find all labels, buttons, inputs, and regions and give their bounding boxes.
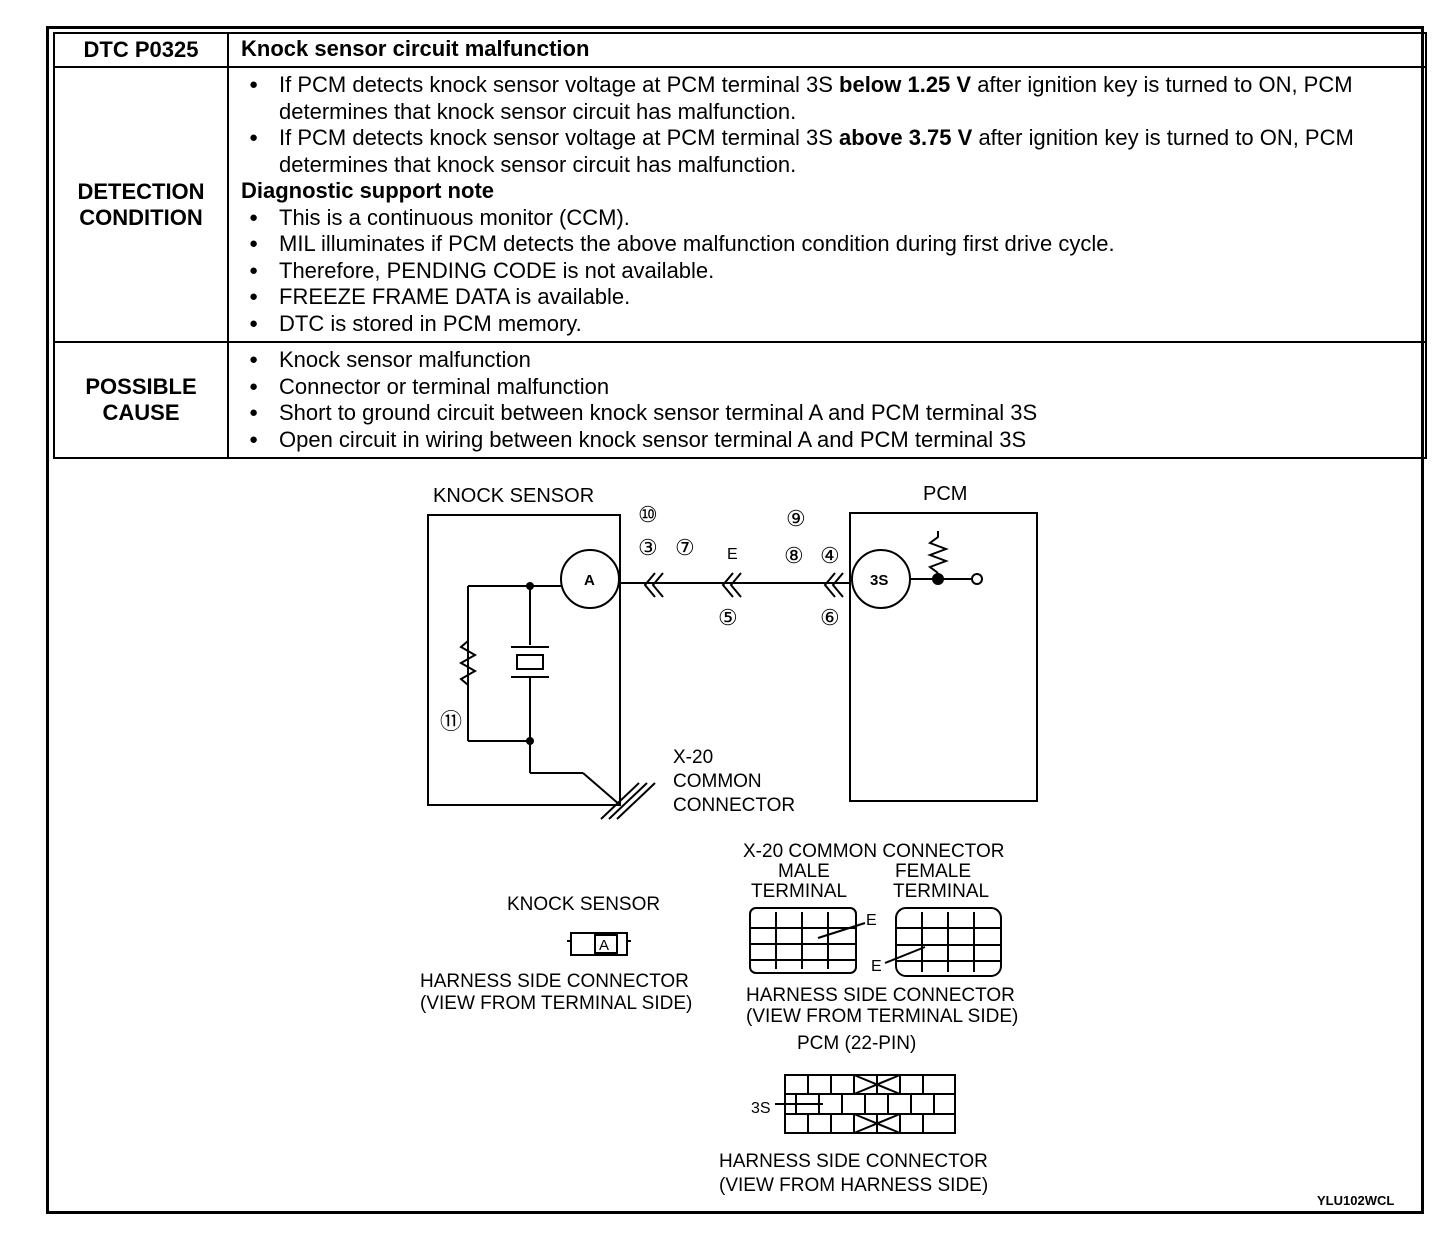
pcm-box bbox=[849, 512, 1038, 802]
ground-label-2: COMMON bbox=[673, 771, 762, 792]
cause-body: Knock sensor malfunctionConnector or ter… bbox=[227, 341, 1427, 459]
pcm-3s-label: 3S bbox=[751, 1100, 771, 1117]
x20-female-connector bbox=[884, 907, 1002, 977]
support-note-item: MIL illuminates if PCM detects the above… bbox=[241, 231, 1413, 258]
detection-item: If PCM detects knock sensor voltage at P… bbox=[241, 125, 1413, 178]
pcm-connector-caption-2: (VIEW FROM HARNESS SIDE) bbox=[719, 1175, 988, 1196]
header-row: DTC P0325 Knock sensor circuit malfuncti… bbox=[53, 32, 1427, 68]
detection-body: If PCM detects knock sensor voltage at P… bbox=[227, 66, 1427, 343]
detection-item-text: after ignition key is turned to ON, PCM … bbox=[279, 72, 1353, 124]
terminal-e-label: E bbox=[727, 546, 738, 563]
cause-list: Knock sensor malfunctionConnector or ter… bbox=[241, 347, 1413, 453]
page-border bbox=[46, 26, 1424, 1214]
ks-connector-title: KNOCK SENSOR bbox=[507, 894, 660, 915]
ground-label-1: X-20 bbox=[673, 747, 713, 768]
male-label-1: MALE bbox=[778, 861, 830, 882]
dtc-table: DTC P0325 Knock sensor circuit malfuncti… bbox=[53, 32, 1427, 459]
wiring-diagram: KNOCK SENSOR PCM A 3S E ⑩ ③ ⑦ ⑨ ⑧ ④ ⑤ ⑥ … bbox=[53, 463, 1423, 1208]
male-e-label: E bbox=[866, 912, 877, 929]
detection-item-text: If PCM detects knock sensor voltage at P… bbox=[279, 72, 840, 97]
x20-title: X-20 COMMON CONNECTOR bbox=[743, 841, 1004, 862]
pcm-connector-caption-1: HARNESS SIDE CONNECTOR bbox=[719, 1151, 988, 1172]
dtc-code: DTC P0325 bbox=[53, 32, 229, 68]
callout-11: ⑪ bbox=[440, 709, 462, 734]
knock-sensor-label: KNOCK SENSOR bbox=[433, 485, 594, 507]
detection-threshold: above 3.75 V bbox=[839, 125, 973, 150]
detection-list: If PCM detects knock sensor voltage at P… bbox=[241, 72, 1413, 178]
pcm-connector-title: PCM (22-PIN) bbox=[797, 1033, 916, 1054]
female-label-2: TERMINAL bbox=[893, 881, 989, 902]
ks-connector-icon bbox=[567, 932, 631, 956]
support-note-item: This is a continuous monitor (CCM). bbox=[241, 205, 1413, 232]
x20-caption-1: HARNESS SIDE CONNECTOR bbox=[746, 985, 1015, 1006]
male-label-2: TERMINAL bbox=[751, 881, 847, 902]
female-label-1: FEMALE bbox=[895, 861, 971, 882]
support-note-item: FREEZE FRAME DATA is available. bbox=[241, 284, 1413, 311]
terminal-a-label: A bbox=[584, 572, 595, 589]
detection-item: If PCM detects knock sensor voltage at P… bbox=[241, 72, 1413, 125]
detection-item-text: after ignition key is turned to ON, PCM … bbox=[279, 125, 1354, 177]
detection-row: DETECTION CONDITION If PCM detects knock… bbox=[53, 66, 1427, 343]
cause-row: POSSIBLE CAUSE Knock sensor malfunctionC… bbox=[53, 341, 1427, 459]
cause-item: Connector or terminal malfunction bbox=[241, 374, 1413, 401]
figure-id: YLU102WCL bbox=[1317, 1193, 1394, 1208]
detection-label: DETECTION CONDITION bbox=[53, 66, 229, 343]
terminal-3s-label: 3S bbox=[870, 572, 888, 589]
cause-item: Knock sensor malfunction bbox=[241, 347, 1413, 374]
pcm-connector-grid bbox=[775, 1074, 956, 1134]
female-e-label: E bbox=[871, 958, 882, 975]
support-note-title: Diagnostic support note bbox=[241, 178, 494, 203]
callout-6: ⑥ bbox=[820, 605, 840, 630]
cause-label: POSSIBLE CAUSE bbox=[53, 341, 229, 459]
wiring-diagram-svg: KNOCK SENSOR PCM A 3S E ⑩ ③ ⑦ ⑨ ⑧ ④ ⑤ ⑥ … bbox=[420, 483, 1394, 1208]
support-note-list: This is a continuous monitor (CCM).MIL i… bbox=[241, 205, 1413, 338]
detection-item-text: If PCM detects knock sensor voltage at P… bbox=[279, 125, 840, 150]
callout-8: ⑧ bbox=[784, 543, 804, 568]
dtc-title: Knock sensor circuit malfunction bbox=[227, 32, 1427, 68]
knock-sensor-box bbox=[427, 514, 621, 806]
callout-7: ⑦ bbox=[675, 535, 695, 560]
callout-5: ⑤ bbox=[718, 605, 738, 630]
cause-item: Short to ground circuit between knock se… bbox=[241, 400, 1413, 427]
ks-connector-caption-2: (VIEW FROM TERMINAL SIDE) bbox=[420, 993, 692, 1014]
ks-connector-pin-a: A bbox=[599, 937, 609, 954]
callout-3: ③ bbox=[638, 535, 658, 560]
x20-male-connector bbox=[749, 907, 866, 974]
x20-caption-2: (VIEW FROM TERMINAL SIDE) bbox=[746, 1006, 1018, 1027]
callout-9: ⑨ bbox=[786, 506, 806, 531]
support-note-item: DTC is stored in PCM memory. bbox=[241, 311, 1413, 338]
detection-threshold: below 1.25 V bbox=[839, 72, 972, 97]
pcm-label: PCM bbox=[923, 483, 967, 505]
ground-label-3: CONNECTOR bbox=[673, 795, 795, 816]
callout-10: ⑩ bbox=[638, 502, 658, 527]
cause-item: Open circuit in wiring between knock sen… bbox=[241, 427, 1413, 454]
support-note-item: Therefore, PENDING CODE is not available… bbox=[241, 258, 1413, 285]
ks-connector-caption-1: HARNESS SIDE CONNECTOR bbox=[420, 971, 689, 992]
terminal-a-circle bbox=[560, 549, 620, 609]
callout-4: ④ bbox=[820, 543, 840, 568]
